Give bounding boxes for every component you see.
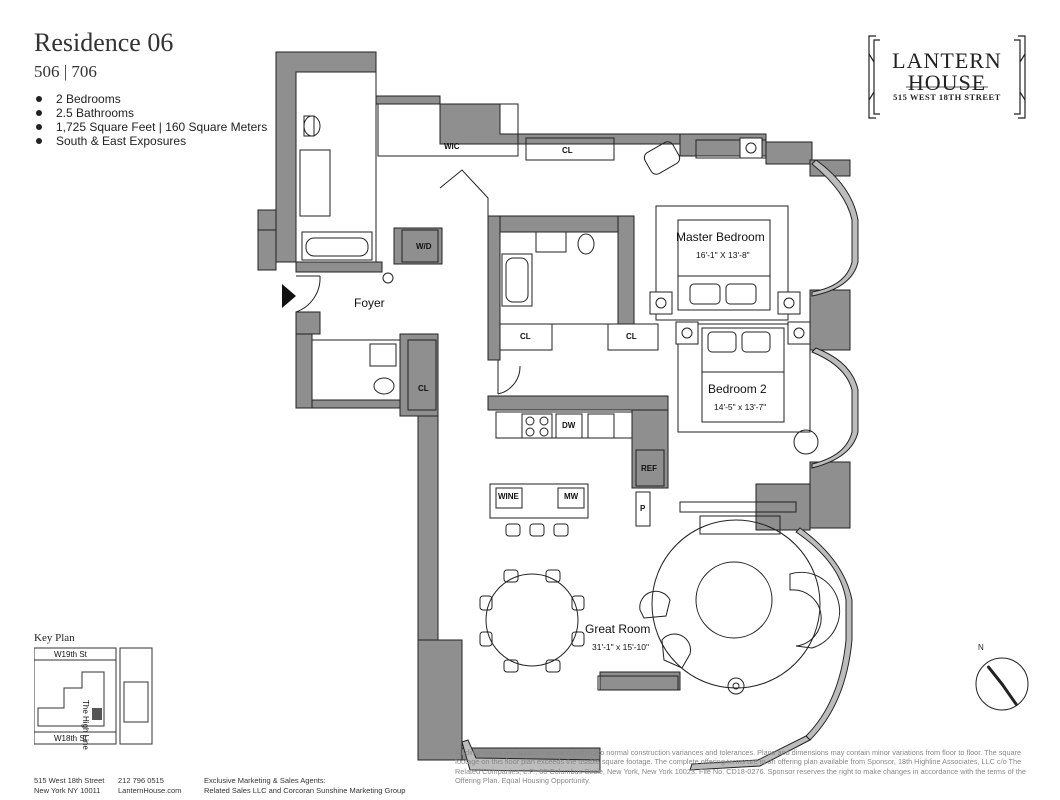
closet-label: CL	[418, 384, 429, 393]
great-room-dims: 31'-1" x 15'-10"	[592, 642, 650, 652]
key-plan-title: Key Plan	[34, 632, 75, 644]
great-room-label: Great Room	[585, 622, 651, 636]
logo-address: 515 WEST 18TH STREET	[893, 92, 1001, 102]
feature-area: 1,725 Square Feet | 160 Square Meters	[34, 120, 267, 134]
entry-arrow-icon	[282, 284, 296, 308]
bedroom-2-label: Bedroom 2	[708, 382, 767, 396]
key-plan-south-street: W18th St	[54, 734, 87, 743]
unit-numbers: 506 | 706	[34, 62, 97, 81]
microwave-label: MW	[564, 492, 579, 501]
closet-label: CL	[562, 146, 573, 155]
bedroom-2-dims: 14'-5" x 13'-7"	[714, 402, 767, 412]
key-plan-high-line: The High Line	[81, 700, 90, 750]
pantry-label: P	[640, 504, 646, 513]
wine-label: WINE	[498, 492, 519, 501]
footer-address: 515 West 18th Street New York NY 10011	[34, 776, 105, 795]
footer-phone: 212 796 0515	[118, 776, 164, 785]
feature-bathrooms: 2.5 Bathrooms	[34, 106, 267, 120]
compass-icon	[975, 657, 1029, 711]
compass-north-label: N	[978, 643, 984, 652]
wic-label: WIC	[444, 142, 460, 151]
logo-frame-icon	[868, 35, 1026, 119]
closet-label: CL	[520, 332, 531, 341]
footer-agents: Exclusive Marketing & Sales Agents: Rela…	[204, 776, 406, 795]
master-bedroom-label: Master Bedroom	[676, 230, 765, 244]
room-outlines	[295, 71, 841, 695]
foyer-label: Foyer	[354, 296, 385, 310]
footer-contact: 212 796 0515 LanternHouse.com	[118, 776, 181, 796]
residence-title: Residence 06	[34, 28, 174, 57]
feature-exposures: South & East Exposures	[34, 134, 267, 148]
key-plan-north-street: W19th St	[54, 650, 87, 659]
lantern-house-logo: LANTERN HOUSE 515 WEST 18TH STREET	[866, 34, 1028, 120]
logo-wordmark: LANTERN HOUSE	[892, 48, 1002, 95]
legal-disclaimer: All dimensions are approximate and subje…	[455, 748, 1026, 786]
feature-list: 2 Bedrooms 2.5 Bathrooms 1,725 Square Fe…	[34, 92, 267, 148]
master-bedroom-dims: 16'-1" X 13'-8"	[696, 250, 750, 260]
hvac-markers	[649, 137, 811, 345]
refrigerator-label: REF	[641, 464, 657, 473]
dishwasher-label: DW	[562, 421, 576, 430]
closet-label: CL	[626, 332, 637, 341]
exterior-walls	[257, 51, 851, 761]
bay-windows	[461, 159, 859, 773]
footer-website[interactable]: LanternHouse.com	[118, 786, 182, 795]
washer-dryer-label: W/D	[416, 242, 432, 251]
feature-bedrooms: 2 Bedrooms	[34, 92, 267, 106]
key-plan-map	[34, 647, 153, 745]
